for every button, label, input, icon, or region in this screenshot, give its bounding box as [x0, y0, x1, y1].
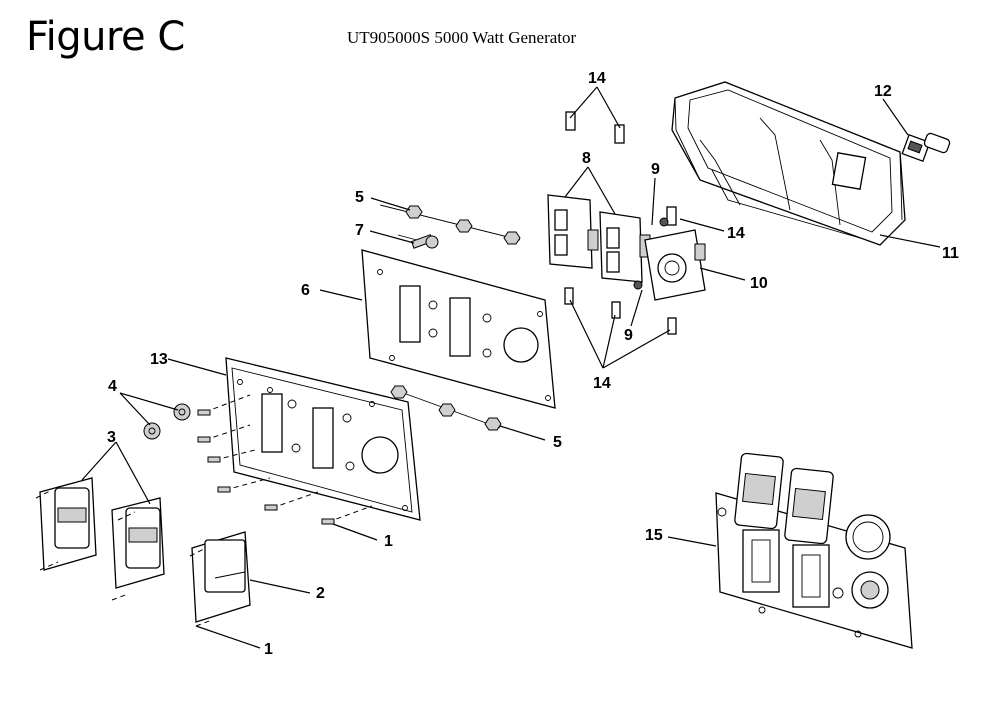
part-10-twistlock-receptacle: [644, 229, 706, 301]
part-2-cover: [191, 531, 251, 623]
part-3-covers: [39, 477, 165, 589]
part-14-clips-top: [565, 111, 677, 226]
callout-labels: 14 12 8 9 5 7 14 11 10 6 9 13 14 4 3 5 1…: [107, 70, 959, 658]
callout-13: 13: [150, 351, 168, 368]
part-7-screw: [397, 234, 439, 249]
callout-7: 7: [355, 222, 364, 239]
leader-lines: [81, 86, 941, 649]
callout-3: 3: [107, 429, 116, 446]
callout-15: 15: [645, 527, 663, 544]
part-12-connector: [901, 132, 951, 162]
callout-1-lower: 1: [264, 641, 273, 658]
callout-4: 4: [108, 378, 117, 395]
callout-10: 10: [750, 275, 768, 292]
callout-14-bottom: 14: [593, 375, 611, 392]
part-1-screws-upper: [197, 394, 373, 525]
part-8-receptacles: [547, 194, 651, 283]
part-9-bolts: [633, 217, 669, 290]
callout-5-upper: 5: [355, 189, 364, 206]
callout-1-upper: 1: [384, 533, 393, 550]
callout-6: 6: [301, 282, 310, 299]
part-1-screws-lower: [35, 489, 213, 627]
diagram-title: UT905000S 5000 Watt Generator: [347, 28, 577, 47]
callout-8: 8: [582, 150, 591, 167]
part-15-assembled-panel: [715, 452, 913, 649]
callout-9-top: 9: [651, 161, 660, 178]
part-6-back-plate: [361, 249, 556, 409]
callout-14-mid: 14: [727, 225, 745, 242]
part-11-housing: [671, 81, 906, 246]
callout-9-bottom: 9: [624, 327, 633, 344]
callout-5-lower: 5: [553, 434, 562, 451]
figure-label: Figure C: [26, 14, 185, 60]
part-4-nuts: [143, 403, 191, 440]
callout-12: 12: [874, 83, 892, 100]
callout-14-top: 14: [588, 70, 606, 87]
part-5-nuts-lower: [390, 385, 502, 431]
part-14-clips-bottom: [564, 287, 677, 335]
callout-2: 2: [316, 585, 325, 602]
part-13-gasket: [225, 357, 421, 521]
callout-11: 11: [942, 245, 959, 262]
part-5-nuts-upper: [379, 204, 521, 245]
